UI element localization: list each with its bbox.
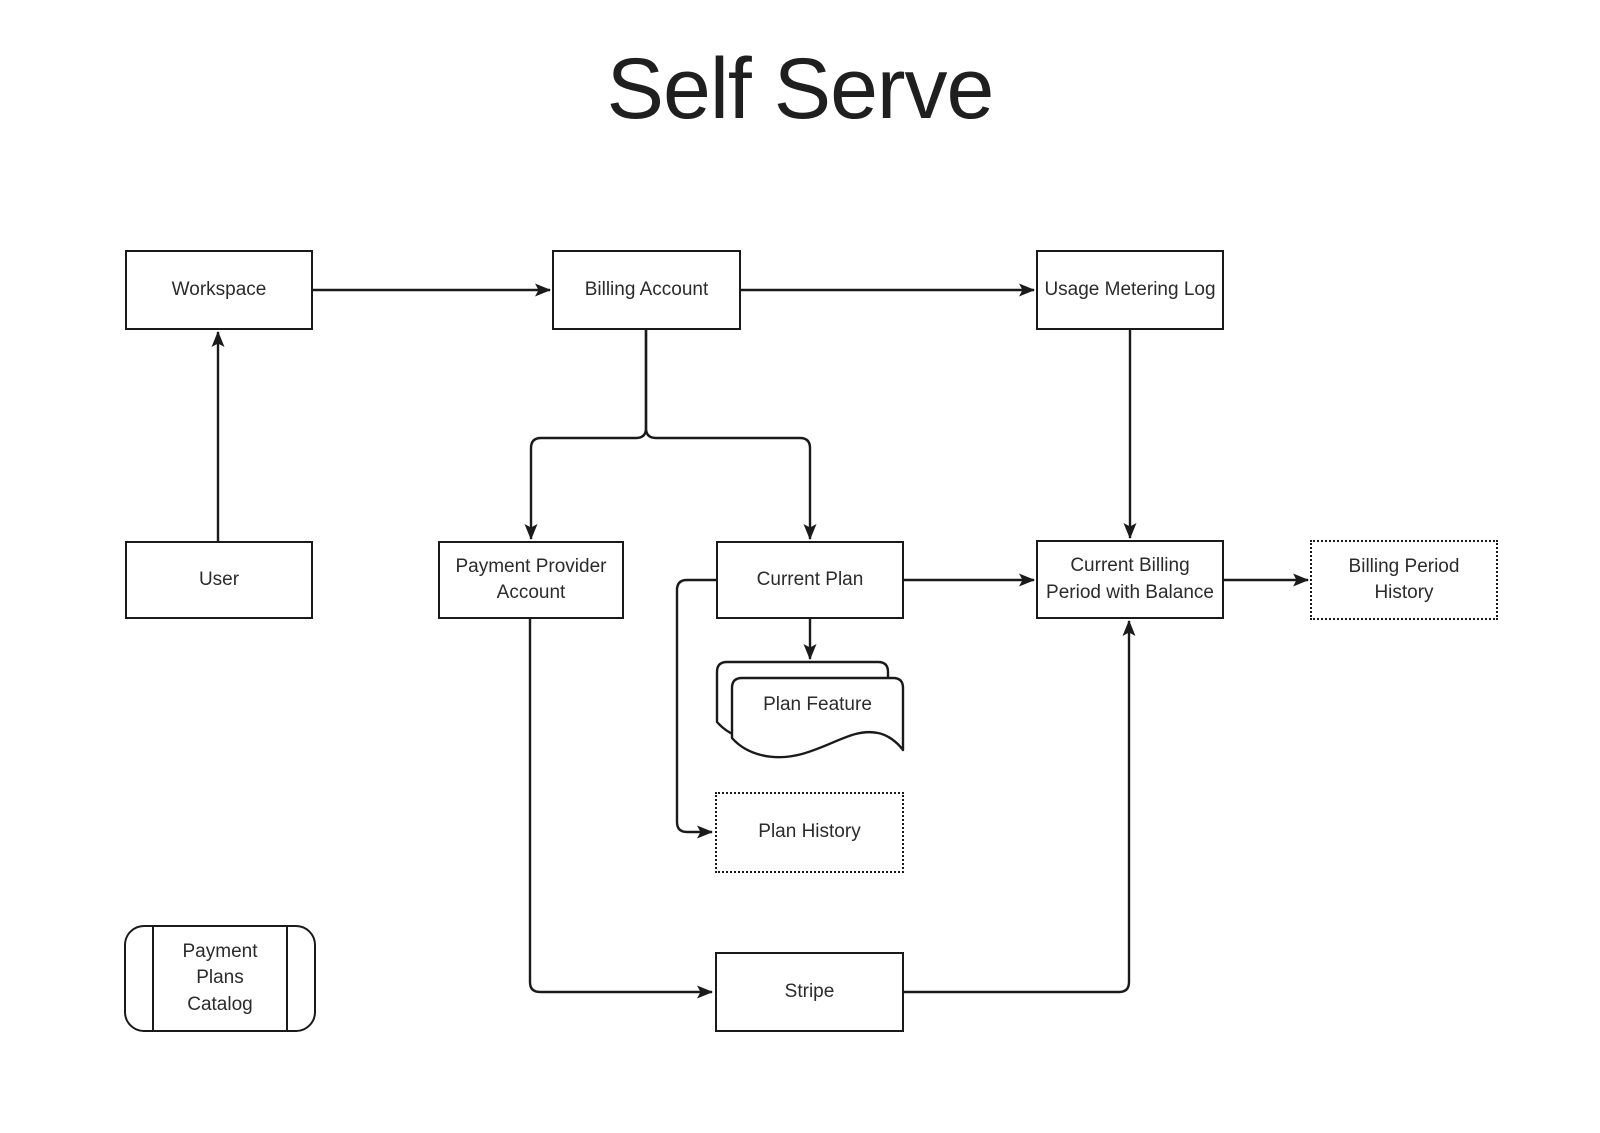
node-billing-period-history: Billing Period History [1310, 540, 1498, 620]
node-payment-plans-catalog-label: Payment Plans Catalog [182, 941, 258, 1015]
plan-feature-document-shape [715, 660, 905, 759]
node-current-billing-period: Current Billing Period with Balance [1036, 540, 1224, 619]
catalog-inner-line-left [152, 927, 155, 1030]
node-current-plan-label: Current Plan [756, 568, 864, 590]
node-usage-metering-log: Usage Metering Log [1036, 250, 1224, 330]
node-payment-provider-account: Payment Provider Account [438, 541, 624, 619]
node-billing-period-history-label: Billing Period History [1348, 555, 1460, 603]
node-billing-account: Billing Account [552, 250, 741, 330]
node-payment-plans-catalog: Payment Plans Catalog [124, 925, 316, 1032]
connector-billing-account-to-payment-provider-account [524, 330, 648, 540]
document-front-sheet [730, 676, 905, 759]
node-workspace: Workspace [125, 250, 313, 330]
node-current-billing-period-label: Current Billing Period with Balance [1046, 555, 1214, 603]
node-payment-provider-account-label: Payment Provider Account [455, 555, 607, 603]
connector-current-plan-to-plan-history [675, 578, 716, 839]
node-stripe-label: Stripe [784, 980, 835, 1002]
node-billing-account-label: Billing Account [584, 278, 709, 300]
node-stripe: Stripe [715, 952, 904, 1032]
connector-payment-provider-account-to-stripe [528, 619, 713, 999]
node-user-label: User [198, 568, 240, 590]
node-plan-feature-label: Plan Feature [763, 693, 872, 715]
node-plan-history-label: Plan History [758, 821, 861, 843]
node-plan-history: Plan History [715, 792, 904, 873]
catalog-inner-line-right [285, 927, 288, 1030]
node-usage-metering-log-label: Usage Metering Log [1044, 278, 1216, 300]
diagram-title: Self Serve [606, 41, 995, 137]
node-current-plan: Current Plan [716, 541, 904, 619]
node-workspace-label: Workspace [171, 278, 267, 300]
node-user: User [125, 541, 313, 619]
node-plan-feature: Plan Feature [715, 659, 907, 759]
connector-billing-account-to-current-plan [644, 330, 817, 540]
connector-stripe-to-current-billing-period [904, 620, 1136, 994]
